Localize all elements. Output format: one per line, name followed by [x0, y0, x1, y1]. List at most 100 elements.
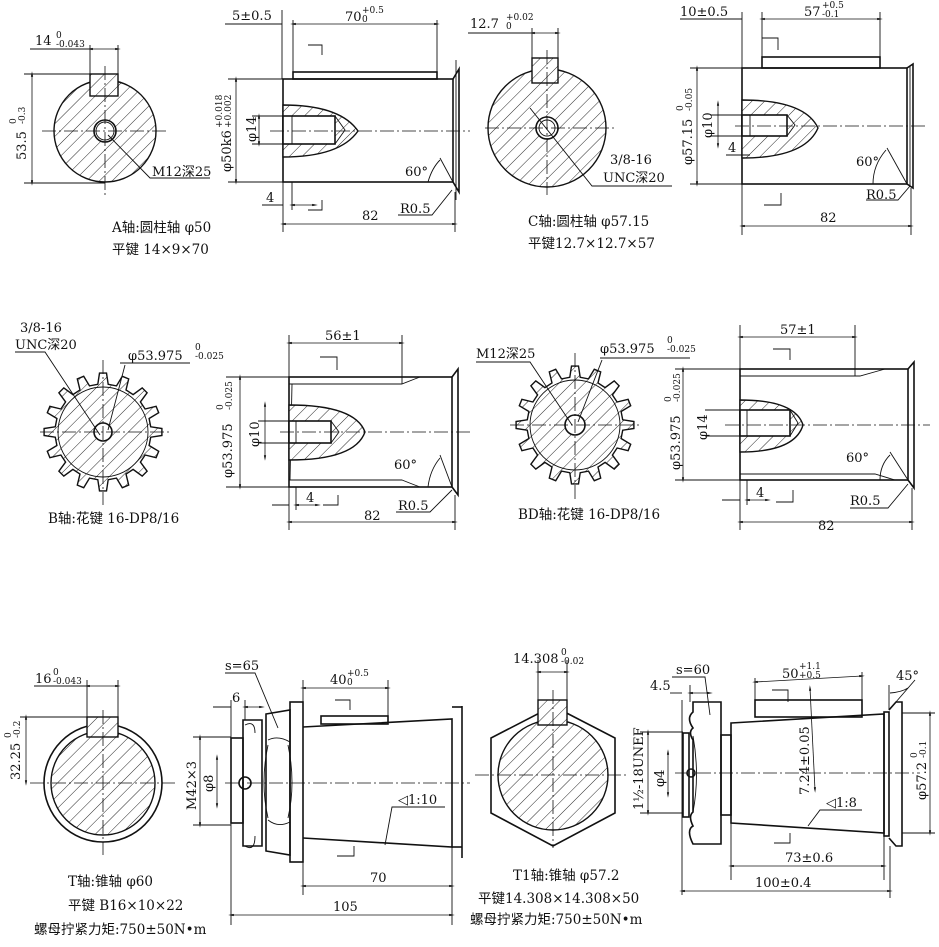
bd-diameter-lower: -0.025 [673, 373, 683, 402]
c-hole-diameter: φ10 [701, 112, 716, 138]
t1-thread: 1½-18UNEF [632, 727, 647, 810]
c-key-length: 57 [804, 5, 821, 20]
t-washer-thickness: 6 [232, 691, 240, 706]
t-key-length-upper: +0.5 [347, 669, 369, 679]
t1-pin-hole: φ4 [653, 770, 668, 787]
bd-diameter-upper: 0 [664, 396, 674, 402]
b-caption: B轴:花键 16-DP8/16 [48, 511, 179, 527]
bd-radius: R0.5 [850, 494, 880, 509]
a-depth: 4 [266, 191, 274, 206]
b-diameter-lower: -0.025 [225, 381, 235, 410]
b-spline-lower: -0.025 [195, 352, 224, 362]
a-key-height-lower: -0.3 [18, 106, 28, 124]
c-diameter: φ57.15 [681, 119, 696, 165]
view-b-side [226, 335, 470, 530]
b-depth: 4 [306, 491, 314, 506]
t-cone-length: 70 [370, 871, 387, 886]
t-total-length: 105 [333, 900, 358, 915]
t1-diameter: φ57.2 [915, 762, 930, 800]
t1-key-width: 14.308 [513, 652, 559, 667]
a-diameter: φ50k6 [220, 130, 235, 172]
t1-caption-key: 平键14.308×14.308×50 [478, 891, 639, 907]
c-angle: 60° [856, 155, 879, 170]
t-key-width-lower: -0.043 [53, 677, 82, 687]
a-key-width-lower: -0.043 [56, 40, 85, 50]
bd-hole-diameter: φ14 [696, 414, 711, 440]
a-angle: 60° [405, 165, 428, 180]
t-key-height: 32.25 [9, 743, 24, 780]
a-offset: 5±0.5 [232, 9, 272, 24]
b-hole-diameter: φ10 [248, 421, 263, 447]
c-key-width: 12.7 [470, 17, 499, 32]
c-key-length-upper: +0.5 [822, 1, 844, 11]
t1-caption-type: T1轴:锥轴 φ57.2 [513, 868, 619, 884]
a-length: 82 [362, 209, 379, 224]
c-radius: R0.5 [866, 188, 896, 203]
a-diameter-upper: +0.018 [215, 94, 225, 128]
a-diameter-lower: +0.002 [224, 95, 234, 128]
t1-key-width-lower: -0.02 [561, 657, 584, 667]
bd-diameter: φ53.975 [669, 415, 684, 470]
t-taper: ◁1:10 [398, 793, 437, 808]
c-diameter-upper: 0 [676, 105, 686, 111]
a-key-width: 14 [35, 34, 52, 49]
view-t-cross-section [20, 680, 175, 855]
t-nut-size: s=65 [225, 659, 259, 674]
t-caption-torque: 螺母拧紧力矩:750±50N•m [34, 922, 207, 938]
view-a-side [225, 10, 470, 232]
b-thread-depth: UNC深20 [15, 338, 77, 353]
bd-thread-label: M12深25 [476, 347, 535, 362]
c-key-length-lower: -0.1 [822, 10, 839, 20]
view-t-side [193, 672, 470, 925]
bd-caption: BD轴:花键 16-DP8/16 [518, 507, 660, 523]
t1-key-length-upper: +1.1 [799, 662, 821, 672]
t1-washer-thickness: 4.5 [650, 679, 671, 694]
b-length: 82 [364, 509, 381, 524]
c-thread-depth: UNC深20 [603, 171, 665, 186]
view-bd-side [675, 325, 930, 530]
view-a-cross-section [24, 45, 210, 195]
t1-chamfer-angle: 45° [896, 669, 919, 684]
t1-key-length-lower: +0.5 [799, 671, 821, 681]
c-offset: 10±0.5 [680, 5, 728, 20]
t-thread: M42×3 [185, 761, 200, 810]
t-key-length-lower: 0 [347, 678, 353, 688]
b-thread-size: 3/8-16 [20, 321, 62, 336]
view-b-spline-section [15, 351, 190, 505]
bd-length: 82 [818, 519, 835, 534]
t1-total-length: 100±0.4 [755, 876, 811, 891]
t1-cone-length: 73±0.6 [785, 851, 833, 866]
t1-caption-torque: 螺母拧紧力矩:750±50N•m [470, 912, 643, 928]
t1-diameter-upper: 0 [910, 752, 920, 758]
bd-depth: 4 [756, 486, 764, 501]
c-length: 82 [820, 211, 837, 226]
c-caption-type: C轴:圆柱轴 φ57.15 [528, 214, 649, 230]
t-key-height-lower: -0.2 [13, 721, 23, 738]
view-c-side [680, 12, 925, 235]
t-key-width: 16 [35, 672, 52, 687]
bd-spline-upper: 0 [667, 336, 673, 346]
b-diameter: φ53.975 [221, 423, 236, 478]
a-thread-label: M12深25 [152, 165, 211, 180]
a-key-length-lower: 0 [362, 15, 368, 25]
t1-key-depth: 7.24±0.05 [798, 726, 813, 795]
view-c-cross-section [468, 28, 672, 195]
c-key-width-upper: +0.02 [506, 13, 534, 23]
a-key-width-upper: 0 [56, 31, 62, 41]
a-key-height-upper: 0 [9, 118, 19, 124]
t-caption-key: 平键 B16×10×22 [68, 898, 183, 914]
t-pin-hole: φ8 [202, 775, 217, 792]
b-spline-diameter: φ53.975 [128, 349, 183, 364]
t1-key-length: 50 [782, 667, 799, 682]
a-hole-diameter: φ14 [245, 116, 260, 142]
b-diameter-upper: 0 [216, 404, 226, 410]
a-caption-type: A轴:圆柱轴 φ50 [111, 220, 211, 236]
b-spline-upper: 0 [195, 343, 201, 353]
bd-spline-diameter: φ53.975 [600, 342, 655, 357]
a-key-length: 70 [345, 10, 362, 25]
t-caption-type: T轴:锥轴 φ60 [68, 874, 153, 890]
c-thread-size: 3/8-16 [610, 153, 652, 168]
c-depth: 4 [728, 141, 736, 156]
